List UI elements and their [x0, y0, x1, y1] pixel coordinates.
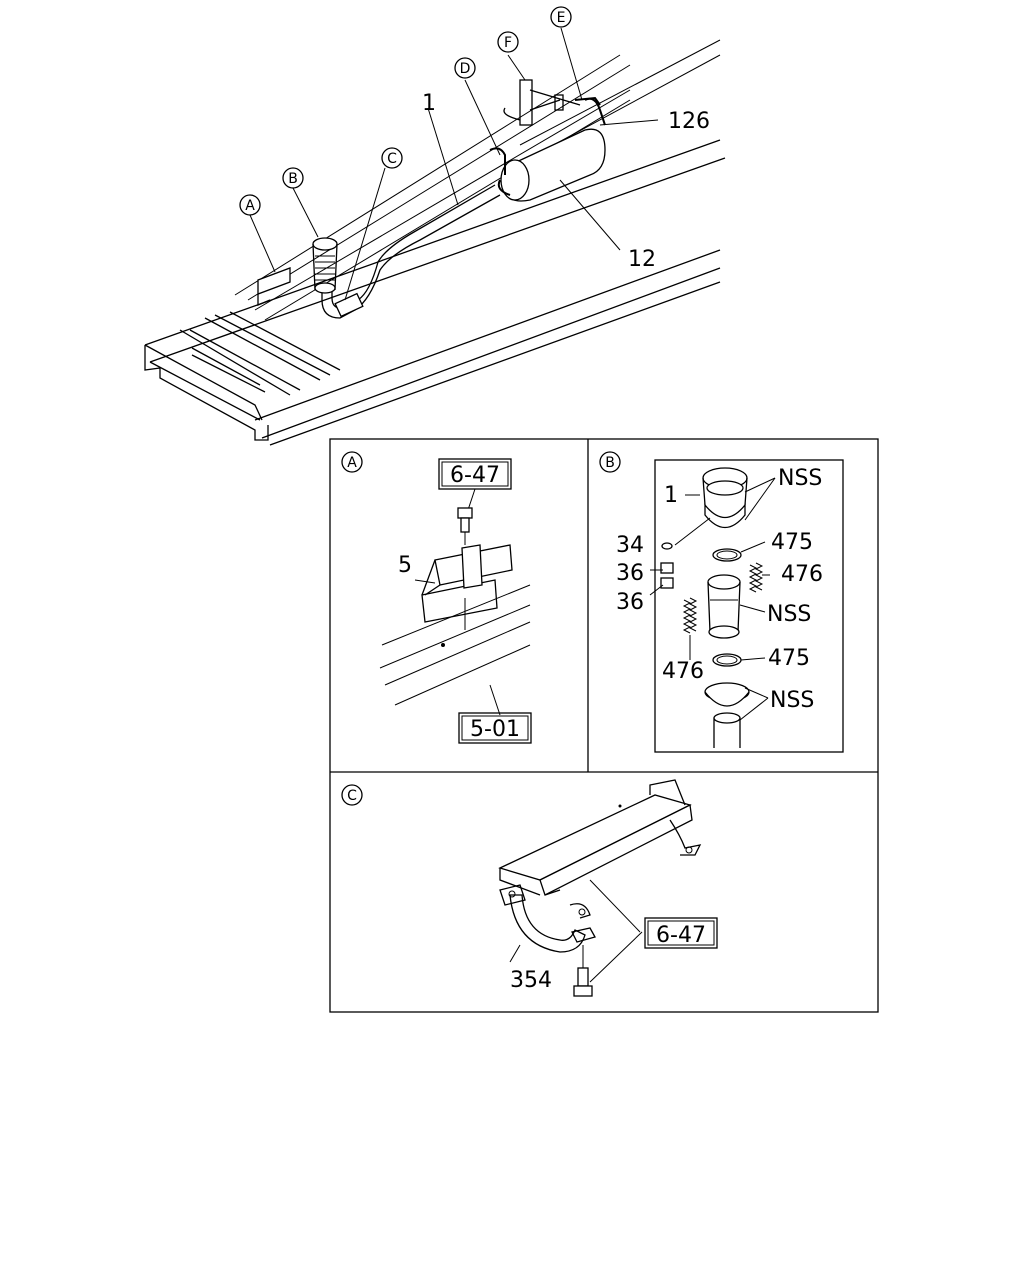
cross-member [498, 779, 702, 896]
detail-c-tag: C [341, 784, 363, 806]
label-part-1: 1 [422, 91, 436, 116]
detail-a: A 6-47 5 [341, 451, 532, 744]
detail-a-tag: A [341, 451, 363, 473]
spring-476-right [748, 562, 764, 593]
nut-36-top [660, 562, 674, 574]
bolt-c [573, 945, 593, 997]
bracket-a [257, 267, 291, 306]
svg-text:C: C [387, 151, 397, 167]
detail-c: C [341, 779, 718, 997]
ref-box-5-01: 5-01 [458, 712, 532, 744]
label-nss-bottom: NSS [770, 688, 814, 713]
callout-c: C [381, 147, 403, 169]
center-tube [707, 574, 741, 639]
muffler [489, 97, 606, 202]
clamp-part-354 [499, 884, 596, 953]
svg-text:A: A [347, 455, 357, 471]
label-part-476-b: 476 [662, 659, 704, 684]
ref-box-6-47-c: 6-47 [644, 917, 718, 949]
label-b-part-1: 1 [664, 483, 678, 508]
flange-top [702, 467, 748, 529]
chassis-frame [144, 39, 726, 446]
svg-text:C: C [347, 788, 357, 804]
svg-text:E: E [557, 10, 566, 26]
callout-a: A [239, 194, 261, 216]
detail-b-inner-box [654, 459, 844, 753]
detail-panels-frame [329, 438, 879, 1013]
label-part-36-a: 36 [616, 561, 644, 586]
svg-text:B: B [605, 455, 615, 471]
label-part-475-a: 475 [771, 530, 813, 555]
svg-text:6-47: 6-47 [656, 923, 706, 948]
svg-text:5-01: 5-01 [470, 717, 520, 742]
detail-b-tag: B [599, 451, 621, 473]
callout-b: B [282, 167, 304, 189]
svg-text:6-47: 6-47 [450, 463, 500, 488]
label-nss-mid: NSS [767, 602, 811, 627]
label-part-354: 354 [510, 968, 552, 993]
label-part-475-b: 475 [768, 646, 810, 671]
spring-476-left [682, 597, 698, 634]
label-part-36-b: 36 [616, 590, 644, 615]
ref-box-6-47-a: 6-47 [438, 458, 512, 490]
svg-text:F: F [504, 35, 512, 51]
bolt-a [457, 507, 473, 545]
exhaust-pipe [312, 184, 501, 319]
flange-bottom [704, 682, 750, 748]
svg-text:B: B [288, 171, 298, 187]
svg-text:A: A [245, 198, 255, 214]
label-part-5: 5 [398, 553, 412, 578]
detail-b: B [599, 451, 844, 753]
nut-36-bottom [660, 577, 674, 589]
label-part-34: 34 [616, 533, 644, 558]
svg-text:D: D [460, 61, 471, 77]
callout-d: D [454, 57, 476, 79]
label-part-126: 126 [668, 109, 710, 134]
callout-leaders [249, 27, 659, 301]
label-part-12: 12 [628, 247, 656, 272]
bracket-part-5 [421, 544, 513, 630]
label-part-476-a: 476 [781, 562, 823, 587]
label-nss-top: NSS [778, 466, 822, 491]
overview-drawing: A B C D F E 1 126 12 [144, 6, 726, 446]
callout-f: F [497, 31, 519, 53]
pipe-clamp-c [334, 292, 364, 318]
callout-e: E [550, 6, 572, 28]
washer-34 [661, 542, 673, 550]
